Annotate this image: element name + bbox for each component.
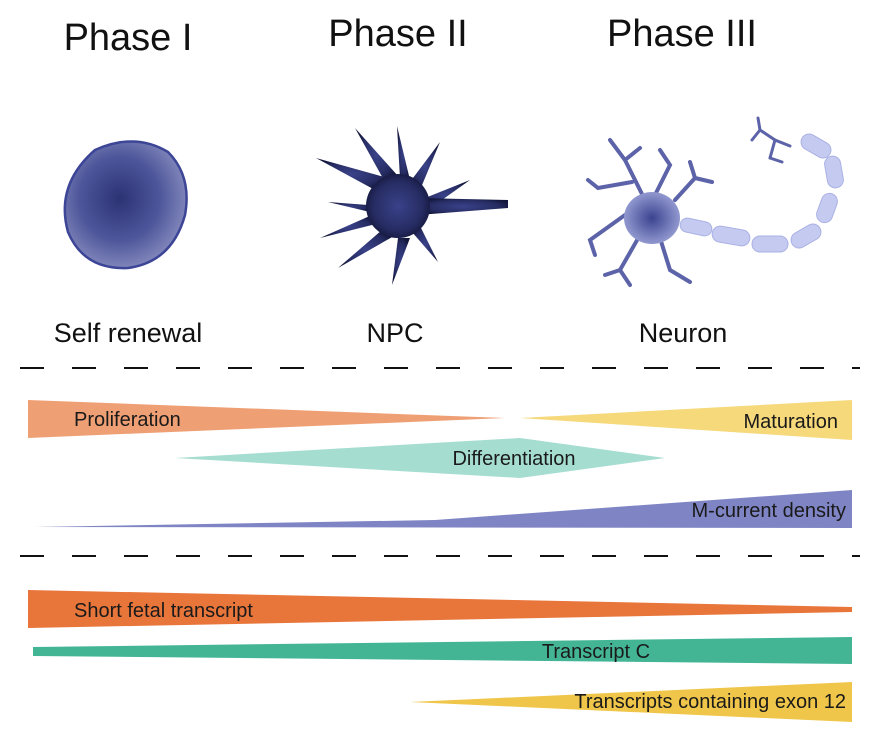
differentiation-label: Differentiation: [452, 448, 575, 470]
differentiation-bar: [175, 438, 665, 478]
transcript-c-bar: [33, 637, 852, 664]
stem-cell-illustration: [63, 140, 188, 270]
short-fetal-transcript-label: Short fetal transcript: [74, 600, 253, 622]
short-fetal-transcript-bar: [28, 590, 852, 628]
proliferation-bar: [28, 400, 505, 438]
m-current-density-label: M-current density: [692, 500, 847, 522]
phase-3-title: Phase III: [607, 13, 757, 55]
neuron-illustration: [586, 116, 844, 287]
exon-12-transcripts-label: Transcripts containing exon 12: [574, 691, 846, 713]
phase-1-title: Phase I: [64, 17, 193, 59]
proliferation-label: Proliferation: [74, 409, 181, 431]
stem-cell-label: Self renewal: [54, 318, 203, 348]
neuron-label: Neuron: [639, 318, 728, 348]
maturation-label: Maturation: [744, 411, 839, 433]
npc-cell-illustration: [316, 126, 508, 285]
phase-2-title: Phase II: [328, 13, 467, 55]
exon-12-transcripts-bar: [410, 682, 852, 722]
maturation-bar: [520, 400, 852, 440]
npc-label: NPC: [366, 318, 423, 348]
m-current-density-bar: [35, 490, 852, 528]
transcript-c-label: Transcript C: [542, 641, 650, 663]
